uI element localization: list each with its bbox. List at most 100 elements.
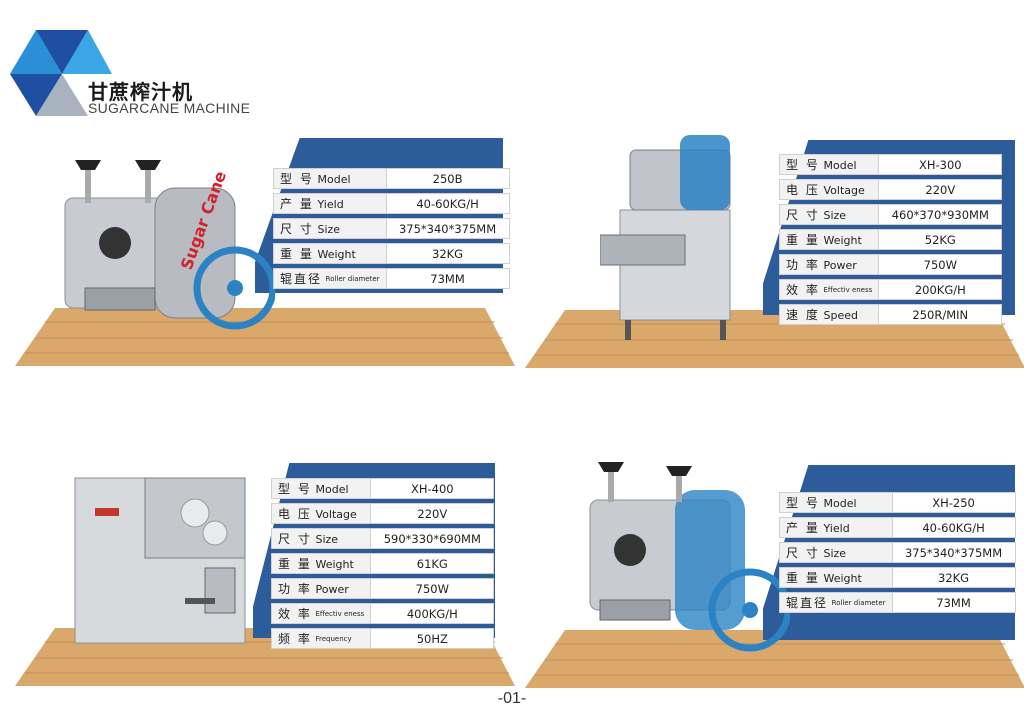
spec-label: 型 号 Model [779, 492, 893, 513]
spec-value: 460*370*930MM [879, 204, 1003, 225]
spec-label-en: Roller diameter [831, 599, 886, 607]
spec-value: 73MM [892, 592, 1016, 613]
spec-label: 电 压 Voltage [271, 503, 372, 524]
spec-label-en: Power [823, 259, 857, 272]
brand-title-en: SUGARCANE MACHINE [88, 100, 251, 116]
spec-value: 220V [371, 503, 495, 524]
spec-value: 40-60KG/H [386, 193, 510, 214]
spec-label: 辊直径 Roller diameter [273, 268, 387, 289]
spec-value: XH-300 [879, 154, 1003, 175]
spec-label-cn: 产 量 [786, 521, 820, 535]
spec-value: 400KG/H [371, 603, 495, 624]
spec-value: 52KG [879, 229, 1003, 250]
spec-row: 辊直径 Roller diameter 73MM [779, 592, 1016, 613]
spec-label-en: Model [317, 173, 351, 186]
spec-label: 频 率 Frequency [271, 628, 372, 649]
spec-value: 750W [879, 254, 1003, 275]
spec-label-cn: 重 量 [786, 571, 820, 585]
spec-label: 产 量 Yield [779, 517, 893, 538]
spec-label-en: Yield [823, 522, 850, 535]
machine-250b-image: Sugar Cane [64, 160, 275, 330]
machine-xh-250-image [589, 462, 790, 652]
spec-value: 40-60KG/H [892, 517, 1016, 538]
spec-value: 200KG/H [879, 279, 1003, 300]
spec-value: XH-400 [371, 478, 495, 499]
spec-label-en: Weight [315, 558, 354, 571]
spec-value: 250B [386, 168, 510, 189]
spec-value: 250R/MIN [879, 304, 1003, 325]
spec-label-cn: 电 压 [278, 507, 312, 521]
spec-value: 375*340*375MM [386, 218, 510, 239]
spec-label-cn: 重 量 [786, 233, 820, 247]
spec-label-en: Voltage [823, 184, 865, 197]
spec-label: 重 量 Weight [779, 229, 880, 250]
spec-label-cn: 尺 寸 [786, 208, 820, 222]
spec-label: 型 号 Model [273, 168, 387, 189]
spec-row: 尺 寸 Size 590*330*690MM [271, 528, 495, 549]
spec-label-cn: 尺 寸 [278, 532, 312, 546]
spec-label: 效 率 Effectiv eness [271, 603, 372, 624]
spec-label-en: Speed [823, 309, 858, 322]
spec-label-cn: 辊直径 [786, 596, 829, 610]
spec-label: 速 度 Speed [779, 304, 880, 325]
spec-value: 220V [879, 179, 1003, 200]
brand-title-cn: 甘蔗榨汁机 [88, 80, 193, 104]
spec-label-en: Effectiv eness [315, 610, 365, 618]
spec-label-en: Effectiv eness [823, 286, 873, 294]
spec-label-en: Weight [823, 572, 862, 585]
spec-value: 73MM [386, 268, 510, 289]
spec-value: 375*340*375MM [892, 542, 1016, 563]
spec-label: 重 量 Weight [271, 553, 372, 574]
spec-value: 32KG [892, 567, 1016, 588]
spec-value: XH-250 [892, 492, 1016, 513]
spec-label-cn: 辊直径 [280, 272, 323, 286]
spec-label-cn: 型 号 [786, 158, 820, 172]
spec-label-cn: 频 率 [278, 632, 312, 646]
spec-label: 尺 寸 Size [779, 204, 880, 225]
spec-panel [255, 138, 503, 293]
page-number: -01- [497, 690, 527, 707]
spec-label: 产 量 Yield [273, 193, 387, 214]
spec-label-en: Size [315, 533, 339, 546]
spec-label: 重 量 Weight [779, 567, 893, 588]
spec-label-cn: 效 率 [278, 607, 312, 621]
spec-label-en: Size [823, 209, 847, 222]
spec-label: 效 率 Effectiv eness [779, 279, 880, 300]
spec-label-cn: 电 压 [786, 183, 820, 197]
spec-label: 功 率 Power [779, 254, 880, 275]
spec-label-cn: 尺 寸 [280, 222, 314, 236]
spec-value: 61KG [371, 553, 495, 574]
spec-label-en: Weight [317, 248, 356, 261]
wood-floor [15, 308, 515, 366]
spec-label-cn: 产 量 [280, 197, 314, 211]
spec-label-en: Model [315, 483, 349, 496]
spec-value: 590*330*690MM [371, 528, 495, 549]
spec-label-cn: 功 率 [786, 258, 820, 272]
